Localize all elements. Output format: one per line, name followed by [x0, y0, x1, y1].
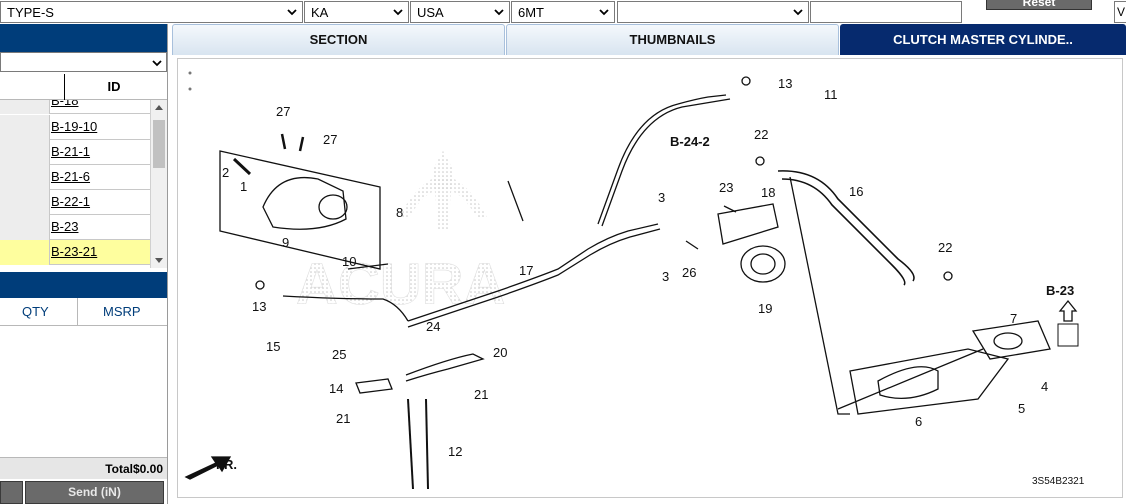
- callout-19: 19: [758, 301, 772, 316]
- front-arrow-icon: [184, 456, 232, 480]
- id-link[interactable]: B-21-6: [51, 169, 91, 184]
- list-item[interactable]: B-18: [0, 100, 150, 114]
- callout-24: 24: [426, 319, 440, 334]
- callout-9: 9: [282, 235, 289, 250]
- id-link[interactable]: B-19-10: [51, 119, 98, 134]
- callout-20: 20: [493, 345, 507, 360]
- region-select-value: USA: [417, 5, 444, 20]
- chevron-down-icon: [793, 9, 803, 16]
- callout-21: 21: [336, 411, 350, 426]
- option-select[interactable]: [617, 1, 809, 23]
- send-button[interactable]: Send (iN): [25, 481, 164, 504]
- chevron-down-icon: [152, 60, 162, 67]
- callout-14: 14: [329, 381, 343, 396]
- cart-header-bar: [0, 272, 167, 298]
- callout-23: 23: [719, 180, 733, 195]
- callout-25: 25: [332, 347, 346, 362]
- list-item[interactable]: B-23: [0, 215, 150, 240]
- list-item-selected[interactable]: B-23-21: [0, 240, 150, 265]
- tail-select[interactable]: V: [1114, 1, 1126, 23]
- cart-total: Total$0.00: [0, 457, 167, 479]
- front-label: FR.: [216, 457, 237, 472]
- market-select-value: KA: [311, 5, 329, 20]
- search-field[interactable]: [810, 1, 962, 23]
- callout-17: 17: [519, 263, 533, 278]
- chevron-down-icon: [287, 9, 297, 16]
- callout-3: 3: [658, 190, 665, 205]
- scroll-down-icon[interactable]: [155, 258, 163, 263]
- chevron-down-icon: [494, 9, 504, 16]
- transmission-select[interactable]: 6MT: [511, 1, 615, 23]
- reference-b-24-2[interactable]: B-24-2: [670, 134, 710, 149]
- parts-diagram-drawing: ACURA: [184, 71, 1085, 490]
- tab-clutch-master-cylinder[interactable]: CLUTCH MASTER CYLINDE..: [840, 24, 1126, 55]
- scroll-up-icon[interactable]: [155, 105, 163, 110]
- market-select[interactable]: KA: [304, 1, 409, 23]
- left-panel: ID B-18 B-19-10 B-21-1 B-21-6 B-22-1 B-2…: [0, 24, 168, 504]
- callout-4: 4: [1041, 379, 1048, 394]
- id-link[interactable]: B-22-1: [51, 194, 91, 209]
- qty-column-header: QTY: [22, 304, 49, 319]
- callout-18: 18: [761, 185, 775, 200]
- list-item[interactable]: B-22-1: [0, 190, 150, 215]
- section-select[interactable]: [0, 52, 167, 72]
- callout-3: 3: [662, 269, 669, 284]
- left-panel-header-bar: [0, 24, 167, 52]
- callout-12: 12: [448, 444, 462, 459]
- acura-logo-watermark: ACURA: [296, 151, 506, 317]
- callout-16: 16: [849, 184, 863, 199]
- id-list: B-18 B-19-10 B-21-1 B-21-6 B-22-1 B-23 B…: [0, 100, 150, 268]
- callout-13: 13: [252, 299, 266, 314]
- chevron-down-icon: [599, 9, 609, 16]
- callout-8: 8: [396, 205, 403, 220]
- reference-b-23[interactable]: B-23: [1046, 283, 1074, 298]
- transmission-select-value: 6MT: [518, 5, 544, 20]
- parts-diagram: ACURA: [177, 58, 1123, 498]
- list-scrollbar[interactable]: [150, 100, 167, 268]
- trim-select[interactable]: TYPE-S: [0, 1, 303, 23]
- callout-22: 22: [754, 127, 768, 142]
- column-divider: [77, 298, 78, 326]
- watermark-text: ACURA: [296, 252, 505, 317]
- callout-1: 1: [240, 179, 247, 194]
- callout-11: 11: [824, 87, 838, 102]
- list-item[interactable]: B-21-1: [0, 140, 150, 165]
- id-column-header: ID: [107, 79, 121, 94]
- list-item[interactable]: B-19-10: [0, 115, 150, 140]
- cart-columns-header: QTY MSRP: [0, 298, 167, 326]
- callout-10: 10: [342, 254, 356, 269]
- id-link[interactable]: B-21-1: [51, 144, 91, 159]
- callout-21: 21: [474, 387, 488, 402]
- id-link[interactable]: B-23: [51, 219, 79, 234]
- callout-6: 6: [915, 414, 922, 429]
- callout-7: 7: [1010, 311, 1017, 326]
- filter-bar: TYPE-S KA USA 6MT Reset V: [0, 0, 1126, 24]
- callout-27: 27: [323, 132, 337, 147]
- msrp-column-header: MSRP: [103, 304, 141, 319]
- callout-5: 5: [1018, 401, 1025, 416]
- callout-27: 27: [276, 104, 290, 119]
- callout-13: 13: [778, 76, 792, 91]
- chevron-down-icon: [393, 9, 403, 16]
- callout-26: 26: [682, 265, 696, 280]
- region-select[interactable]: USA: [410, 1, 510, 23]
- id-grid-header: ID: [0, 74, 167, 100]
- trim-select-value: TYPE-S: [7, 5, 54, 20]
- callout-2: 2: [222, 165, 229, 180]
- column-divider: [64, 74, 65, 100]
- scroll-thumb[interactable]: [153, 120, 165, 168]
- send-button-stub[interactable]: [0, 481, 23, 504]
- callout-15: 15: [266, 339, 280, 354]
- callout-22: 22: [938, 240, 952, 255]
- id-link[interactable]: B-18: [51, 100, 79, 108]
- list-item[interactable]: B-21-6: [0, 165, 150, 190]
- diagram-code: 3S54B2321: [1032, 476, 1085, 487]
- tab-thumbnails[interactable]: THUMBNAILS: [506, 24, 839, 55]
- tab-section[interactable]: SECTION: [172, 24, 505, 55]
- id-link[interactable]: B-23-21: [51, 244, 98, 259]
- reset-button[interactable]: Reset: [986, 0, 1092, 10]
